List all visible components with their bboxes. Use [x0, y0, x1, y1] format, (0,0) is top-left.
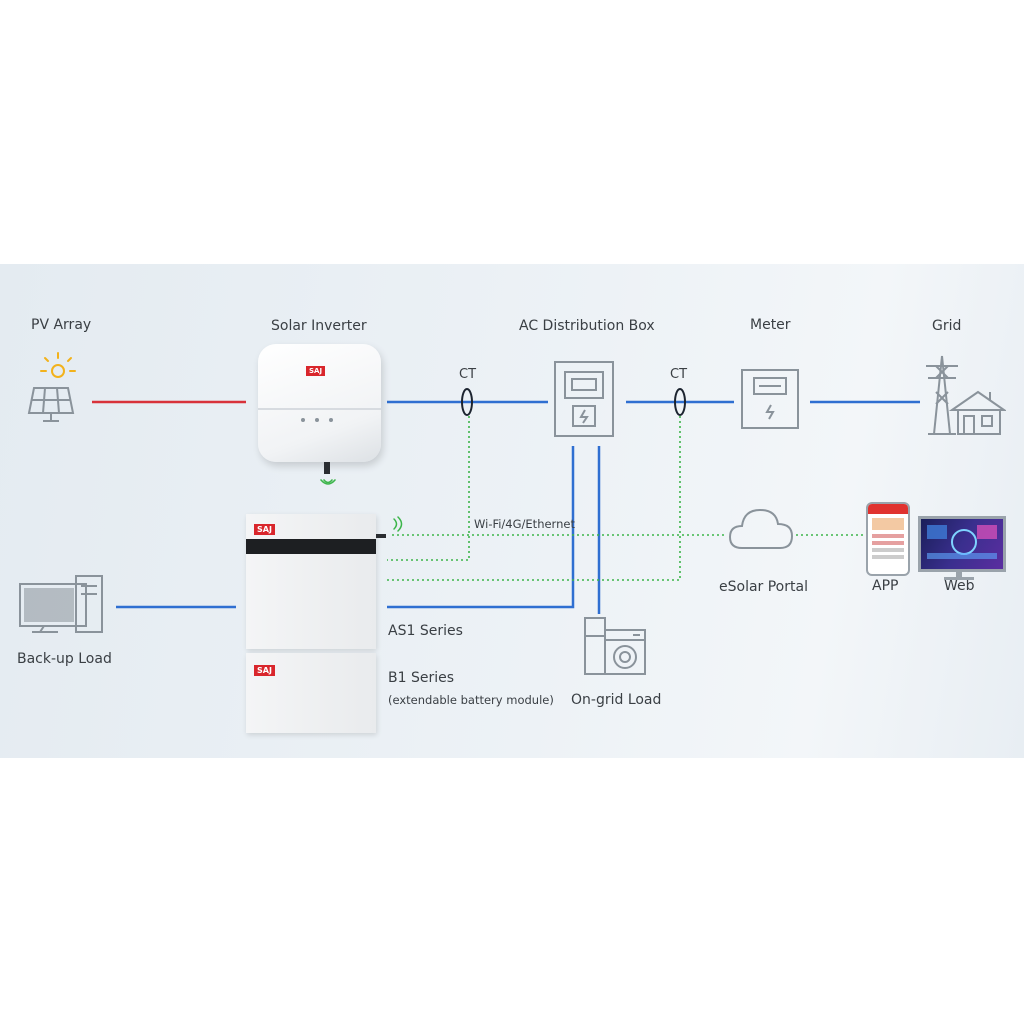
monitor-base: [944, 577, 974, 580]
ongrid-load-label: On-grid Load: [571, 692, 662, 708]
meter-label: Meter: [750, 317, 791, 333]
inverter-led: [301, 418, 305, 422]
pv-array-label: PV Array: [31, 317, 92, 333]
cloud-icon: [728, 508, 794, 549]
solar-panel-icon: [27, 352, 76, 422]
diagram-panel: PV Array Solar Inverter AC Distribution …: [0, 264, 1024, 758]
wifi-icon: [320, 479, 336, 485]
as1-brand-logo: SAJ: [254, 524, 275, 535]
meter-icon: [741, 369, 799, 429]
comm-line-ct-left: [387, 416, 470, 561]
solar-inverter-device: SAJ: [258, 344, 381, 462]
ct-ring-left: [461, 388, 473, 416]
inverter-antenna: [324, 462, 330, 474]
ct-ring-right: [674, 388, 686, 416]
phone-app-icon: [866, 502, 910, 576]
b1-series-device: SAJ: [246, 653, 376, 733]
comm-label: Wi-Fi/4G/Ethernet: [474, 517, 575, 531]
solar-inverter-label: Solar Inverter: [271, 318, 367, 334]
esolar-portal-label: eSolar Portal: [719, 579, 808, 595]
backup-load-label: Back-up Load: [17, 651, 112, 667]
computer-icon: [19, 575, 103, 633]
grid-label: Grid: [932, 318, 962, 334]
app-label: APP: [872, 578, 899, 594]
b1-brand-logo: SAJ: [254, 665, 275, 676]
web-label: Web: [944, 578, 975, 594]
b1-series-label: B1 Series: [388, 670, 455, 686]
ct-right-label: CT: [670, 367, 688, 382]
ac-distribution-box-label: AC Distribution Box: [519, 318, 655, 334]
grid-tower-icon: [926, 355, 1006, 435]
as1-antenna: [376, 534, 386, 538]
monitor-stand: [956, 569, 962, 579]
inverter-led: [329, 418, 333, 422]
as1-series-device: SAJ: [246, 514, 386, 649]
ac-distribution-box-icon: [554, 361, 614, 437]
ct-left-label: CT: [459, 367, 477, 382]
connection-lines: [92, 388, 920, 614]
ac-line-box-to-as1: [387, 446, 575, 609]
comm-line-ct-right: [387, 416, 681, 581]
appliance-icon: [584, 617, 646, 675]
as1-series-label: AS1 Series: [388, 623, 463, 639]
as1-wifi-icon: [393, 516, 403, 532]
b1-note-label: (extendable battery module): [388, 693, 554, 707]
inverter-led: [315, 418, 319, 422]
inverter-brand-logo: SAJ: [306, 366, 326, 376]
as1-display-band: [246, 539, 376, 554]
web-monitor-icon: [918, 516, 1006, 572]
